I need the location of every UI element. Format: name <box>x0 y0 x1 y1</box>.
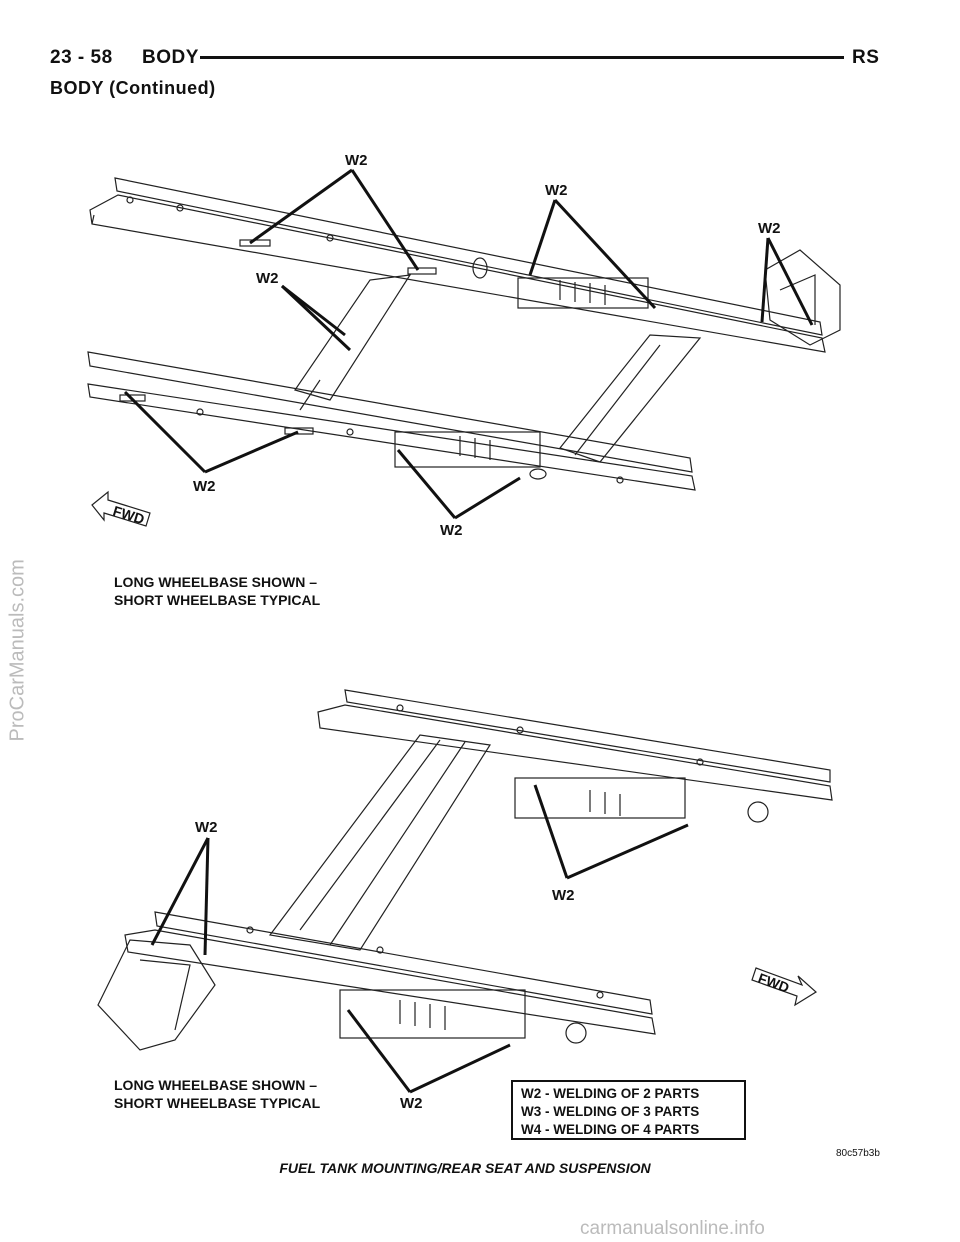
legend-item: W4 - WELDING OF 4 PARTS <box>521 1122 700 1137</box>
model-code: RS <box>852 47 880 68</box>
bottom-frame-drawing <box>97 689 833 1051</box>
continued-heading: BODY (Continued) <box>50 78 216 98</box>
top-frame-drawing <box>87 177 841 491</box>
weld-label: W2 <box>552 887 575 904</box>
weld-label: W2 <box>545 182 568 199</box>
weld-label: W2 <box>345 152 368 169</box>
weld-leader-lines <box>123 168 814 1094</box>
figure-code: 80c57b3b <box>836 1148 880 1159</box>
weld-label: W2 <box>193 478 216 495</box>
top-note-line1: LONG WHEELBASE SHOWN – <box>114 574 317 590</box>
fwd-arrow-bottom <box>751 967 818 1007</box>
weld-label: W2 <box>256 270 279 287</box>
weld-label: W2 <box>195 819 218 836</box>
fwd-arrow-top <box>91 490 151 527</box>
legend-item: W2 - WELDING OF 2 PARTS <box>521 1086 700 1101</box>
page-number: 23 - 58 <box>50 47 113 68</box>
header-rule <box>200 56 844 59</box>
figure-caption: FUEL TANK MOUNTING/REAR SEAT AND SUSPENS… <box>279 1160 651 1176</box>
section-title: BODY <box>142 47 199 68</box>
bottom-note-line1: LONG WHEELBASE SHOWN – <box>114 1077 317 1093</box>
fwd-label-bottom: FWD <box>756 970 791 996</box>
bottom-note-line2: SHORT WHEELBASE TYPICAL <box>114 1095 321 1111</box>
top-note-line2: SHORT WHEELBASE TYPICAL <box>114 592 321 608</box>
legend-item: W3 - WELDING OF 3 PARTS <box>521 1104 700 1119</box>
weld-label: W2 <box>758 220 781 237</box>
weld-label: W2 <box>400 1095 423 1112</box>
weld-label: W2 <box>440 522 463 539</box>
bottom-watermark: carmanualsonline.info <box>580 1218 765 1239</box>
side-watermark: ProCarManuals.com <box>6 559 29 742</box>
weld-legend: W2 - WELDING OF 2 PARTS W3 - WELDING OF … <box>511 1080 746 1140</box>
fwd-label-top: FWD <box>111 503 146 528</box>
